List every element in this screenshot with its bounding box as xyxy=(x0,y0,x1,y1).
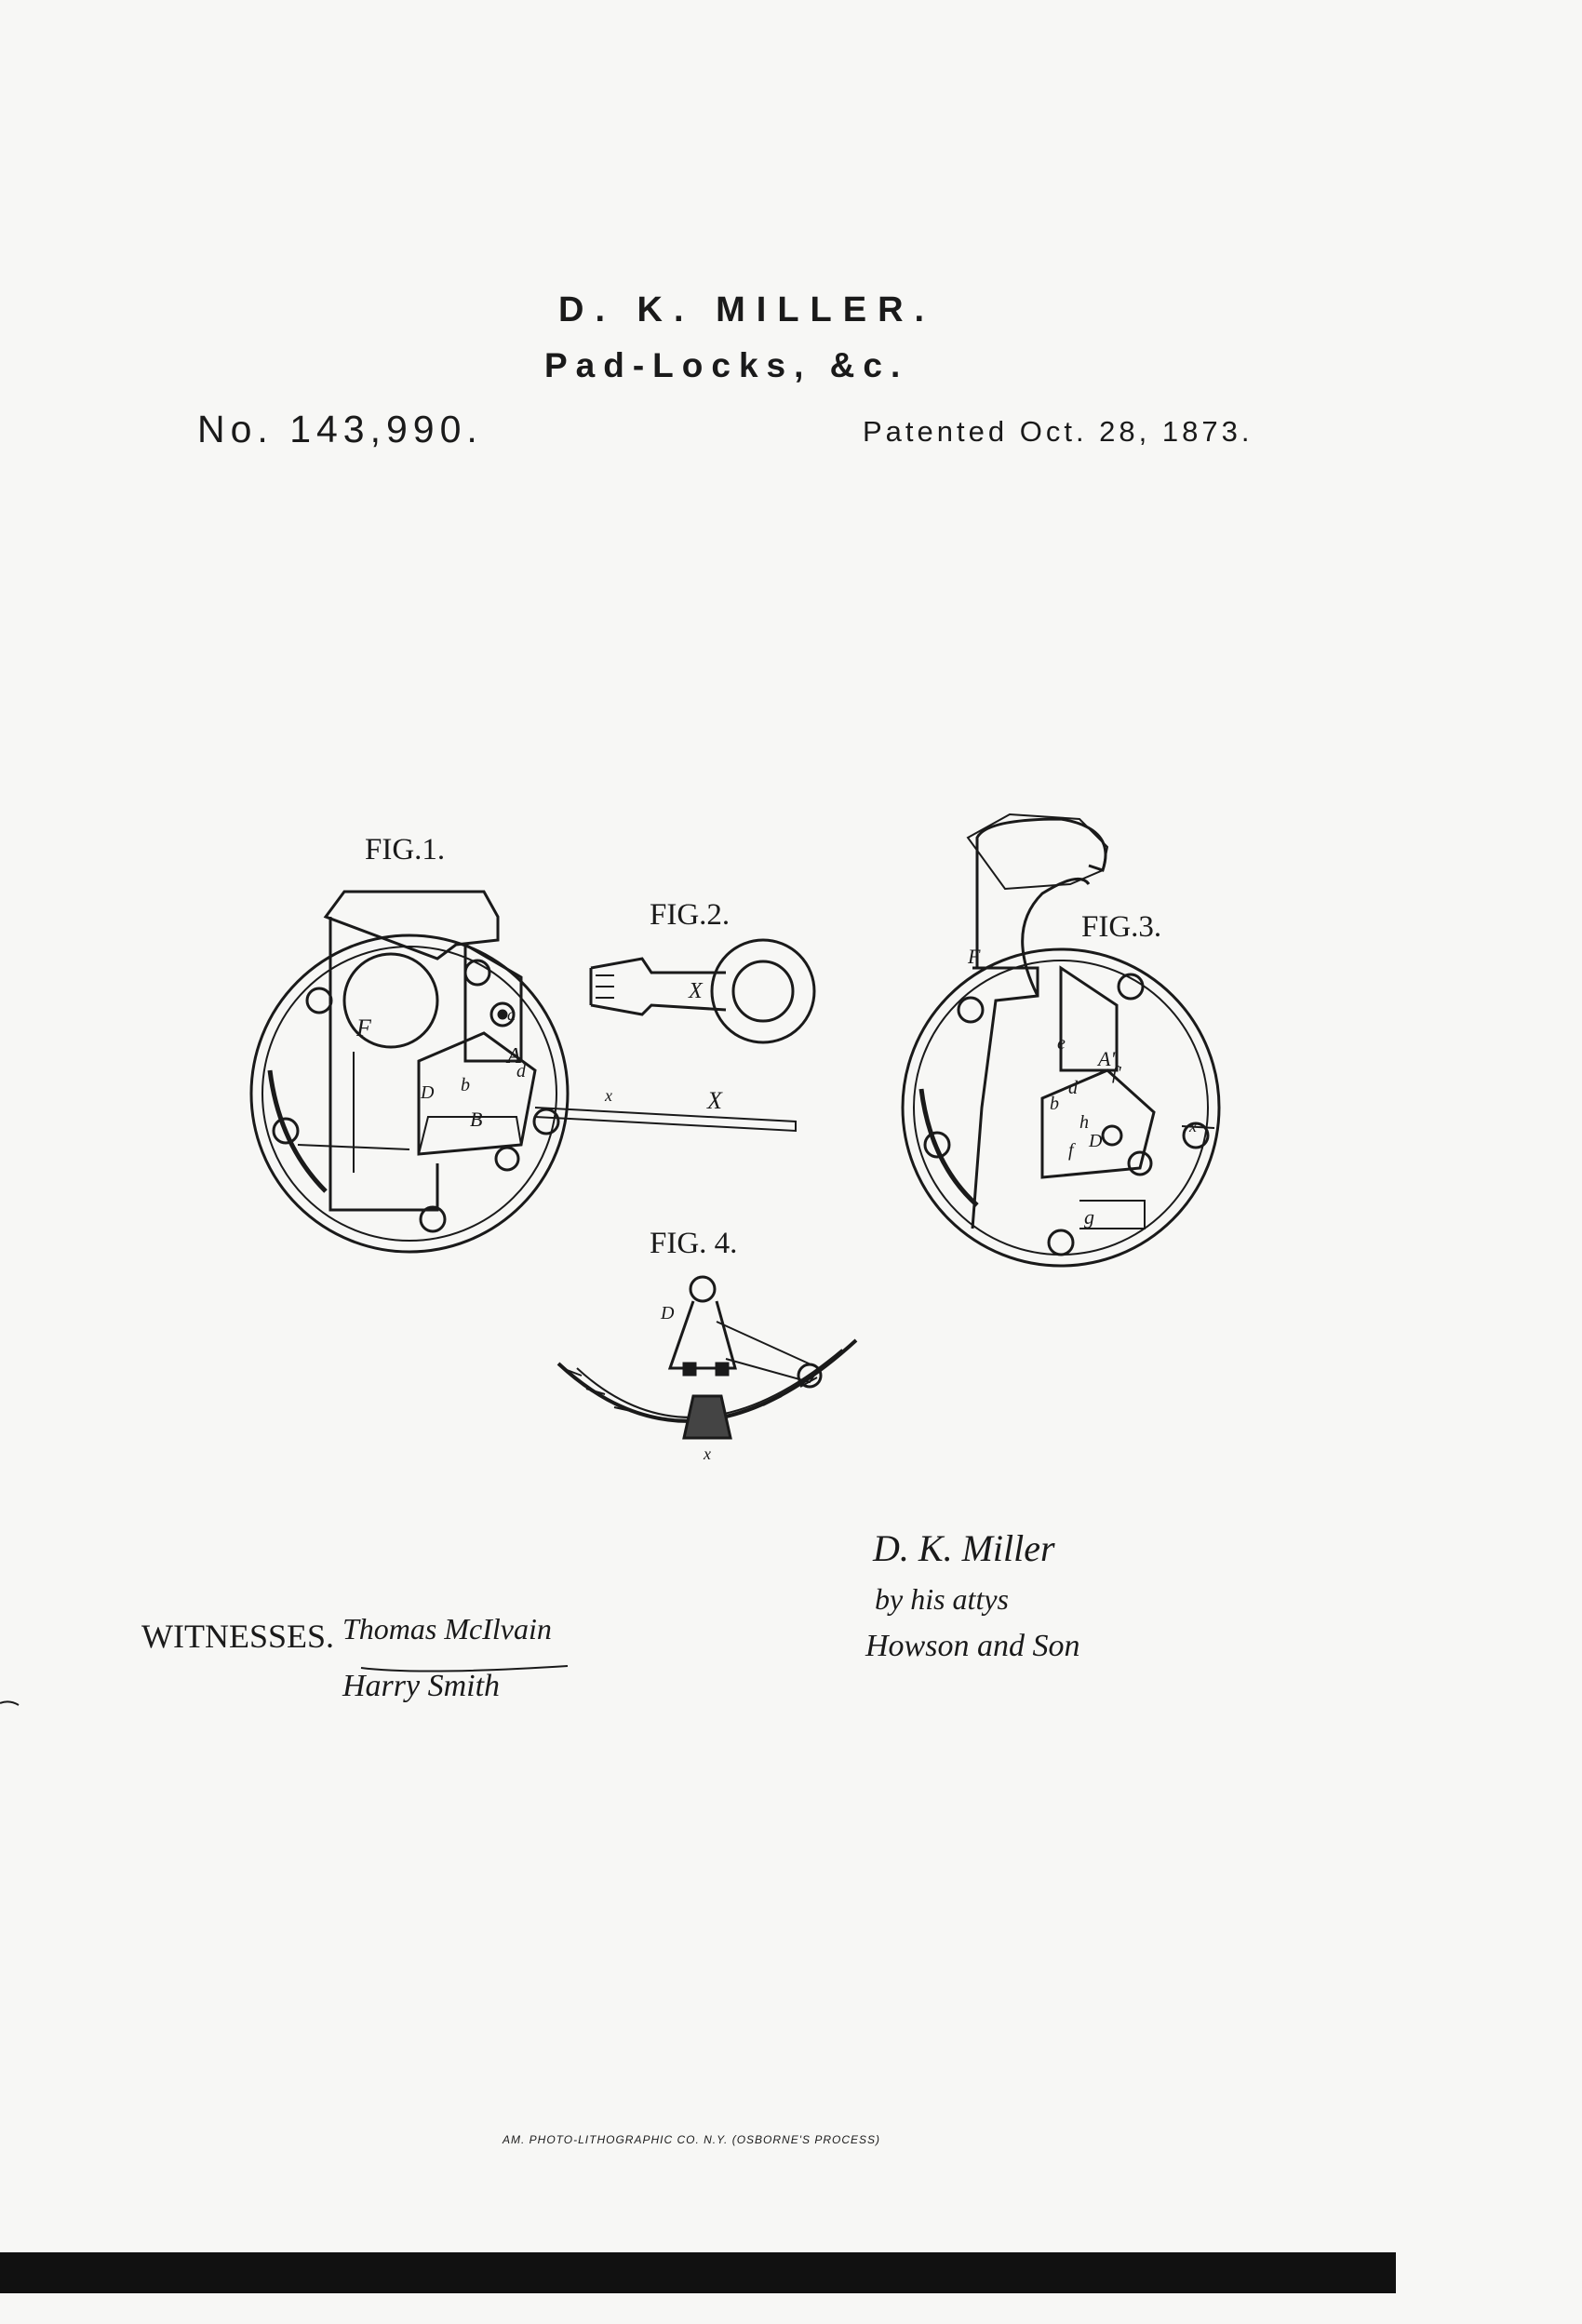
ref-letter-g-fig3: g xyxy=(1084,1205,1094,1229)
ref-letter-b-fig1: b xyxy=(461,1075,470,1095)
witness-underline xyxy=(360,1665,569,1672)
bottom-scan-bar xyxy=(0,2252,1396,2293)
fig2-label: FIG.2. xyxy=(650,898,731,932)
ref-letter-A-fig1: A xyxy=(507,1044,521,1068)
ref-letter-D-fig4: D xyxy=(661,1303,675,1323)
ref-letter-f-prime-fig3: f' xyxy=(1112,1063,1121,1083)
patent-number: No. 143,990. xyxy=(197,408,483,450)
patent-date: Patented Oct. 28, 1873. xyxy=(863,415,1254,448)
witness-signature-2: Harry Smith xyxy=(342,1669,501,1703)
printer-credit: AM. PHOTO-LITHOGRAPHIC CO. N.Y. (OSBORNE… xyxy=(503,2133,881,2146)
witness-signature-1: Thomas McIlvain xyxy=(342,1612,552,1646)
ref-letter-X-fig2: X xyxy=(689,979,703,1003)
ref-letter-b-fig3: b xyxy=(1050,1094,1059,1114)
inventor-signature: D. K. Miller xyxy=(873,1527,1055,1569)
inventor-name: D. K. MILLER. xyxy=(558,290,936,329)
attorney-signature: Howson and Son xyxy=(865,1629,1080,1663)
fig3-label: FIG.3. xyxy=(1081,910,1162,944)
ref-letter-x-fig4: x xyxy=(704,1444,711,1463)
ref-letter-f-fig3: f xyxy=(1068,1140,1074,1161)
fig3-drawing xyxy=(901,813,1221,1268)
ref-letter-x-fig1: x xyxy=(605,1086,612,1105)
ref-letter-X-fig1: X xyxy=(707,1087,722,1114)
ref-letter-d-fig1: d xyxy=(516,1061,526,1081)
ref-letter-D-fig3: D xyxy=(1089,1131,1103,1151)
fig4-label: FIG. 4. xyxy=(650,1227,738,1260)
ref-letter-B-fig1: B xyxy=(470,1108,483,1131)
ref-letter-x-fig3: x xyxy=(1189,1117,1197,1135)
patent-subject: Pad-Locks, &c. xyxy=(544,346,909,384)
fig2-drawing xyxy=(589,938,816,1044)
ref-letter-e-fig3: e xyxy=(1057,1033,1066,1054)
attorney-by-line: by his attys xyxy=(875,1582,1009,1616)
ref-letter-A-prime-fig3: A' xyxy=(1098,1047,1116,1070)
fig1-drawing xyxy=(249,890,797,1254)
ref-letter-F-fig3: F xyxy=(968,945,981,968)
witnesses-label: WITNESSES. xyxy=(141,1618,334,1655)
fig4-drawing xyxy=(556,1275,858,1440)
ref-letter-F-fig1: F xyxy=(356,1014,371,1041)
ref-letter-d-fig3: d xyxy=(1068,1078,1078,1098)
ref-letter-h-fig3: h xyxy=(1079,1112,1089,1133)
ref-letter-a-fig1: a xyxy=(507,1005,516,1024)
ref-letter-D-fig1: D xyxy=(421,1082,435,1103)
fig1-label: FIG.1. xyxy=(365,833,446,866)
